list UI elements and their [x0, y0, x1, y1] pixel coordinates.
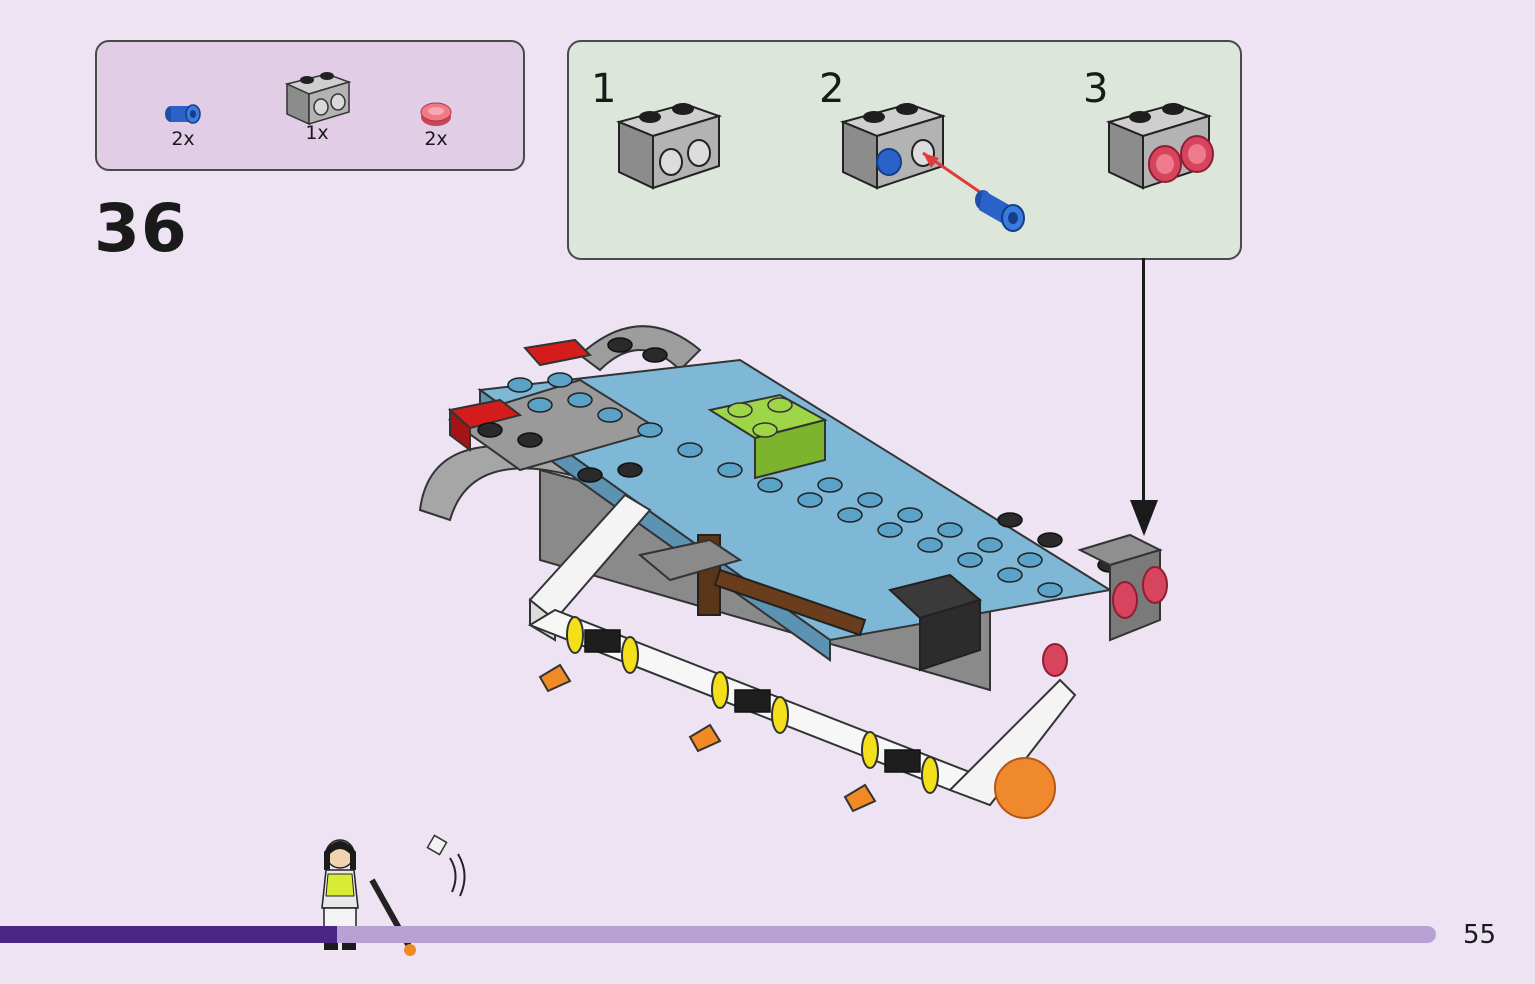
red-round-tile-icon — [420, 102, 452, 126]
gray-technic-brick-icon — [284, 72, 352, 126]
part-qty: 2x — [424, 128, 448, 150]
substep-1-brick-illustration — [615, 102, 723, 190]
parts-list-panel: 2x 1x 2x — [95, 40, 525, 171]
part-item-technic-brick: 1x — [283, 62, 352, 144]
part-qty: 2x — [171, 128, 195, 150]
callout-arrow-icon — [1130, 500, 1158, 536]
part-qty: 1x — [305, 122, 329, 144]
substep-label-1: 1 — [591, 66, 617, 112]
progress-track — [0, 926, 1436, 943]
model-assembly-illustration — [418, 325, 1168, 819]
progress-fill — [0, 926, 338, 943]
part-item-round-tile: 2x — [419, 100, 453, 150]
callout-line — [1142, 258, 1145, 518]
substep-panel: 1 2 3 — [567, 40, 1242, 260]
substep-3-brick-tiles-illustration — [1105, 102, 1214, 190]
page-number: 55 — [1463, 920, 1497, 950]
blue-pin-icon — [165, 104, 201, 124]
step-number: 36 — [94, 190, 188, 267]
substep-label-2: 2 — [819, 66, 845, 112]
part-item-connector-pin: 2x — [165, 96, 201, 150]
substep-label-3: 3 — [1083, 66, 1109, 112]
substep-2-brick-pin-illustration — [839, 102, 1025, 232]
